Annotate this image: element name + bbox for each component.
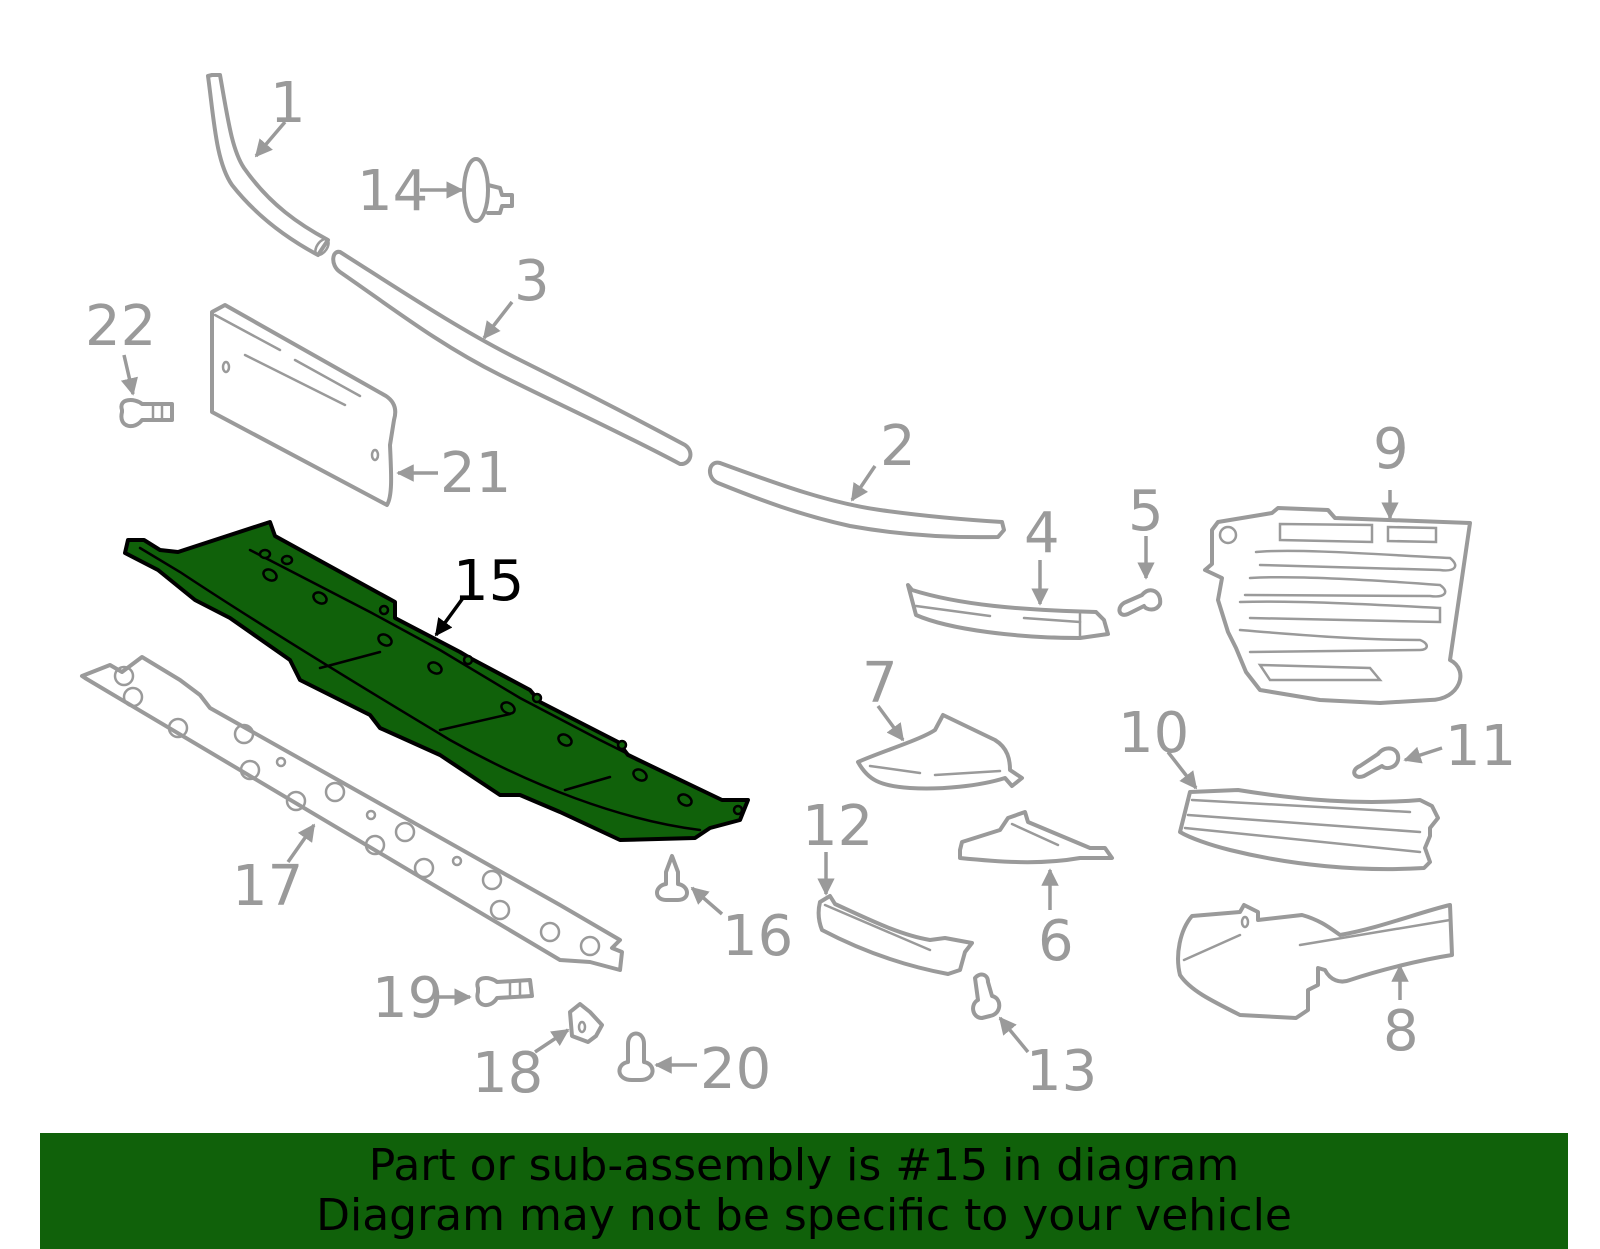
svg-text:13: 13 — [1026, 1039, 1097, 1104]
part-16-push-pin[interactable] — [655, 854, 689, 902]
callout-22: 22 — [85, 294, 156, 396]
callout-12: 12 — [802, 794, 873, 896]
callout-15: 15 — [434, 549, 524, 637]
svg-text:1: 1 — [270, 71, 306, 136]
part-18-nut-clip[interactable] — [568, 1002, 604, 1044]
part-3-molding[interactable] — [331, 249, 693, 466]
svg-text:3: 3 — [514, 249, 550, 314]
part-21-license-bracket[interactable] — [210, 303, 398, 507]
svg-text:12: 12 — [802, 794, 873, 859]
callout-16: 16 — [690, 886, 793, 969]
banner-line-2: Diagram may not be specific to your vehi… — [316, 1190, 1292, 1241]
callout-6: 6 — [1038, 868, 1074, 974]
callout-10: 10 — [1118, 701, 1198, 790]
part-9-grille[interactable] — [1203, 506, 1472, 705]
callout-21: 21 — [396, 441, 511, 506]
callout-9: 9 — [1373, 417, 1409, 520]
svg-text:22: 22 — [85, 294, 156, 359]
callout-17: 17 — [232, 823, 316, 919]
part-15-air-deflector[interactable] — [123, 520, 750, 842]
callout-8: 8 — [1383, 964, 1419, 1064]
svg-text:2: 2 — [880, 414, 916, 479]
callout-13: 13 — [998, 1016, 1097, 1104]
callout-11: 11 — [1403, 714, 1516, 779]
callout-7: 7 — [862, 651, 905, 742]
part-4-molding[interactable] — [906, 583, 1110, 640]
part-5-clip[interactable] — [1117, 588, 1163, 617]
part-10-lower-grille[interactable] — [1178, 788, 1440, 872]
part-7-corner-cover[interactable] — [856, 713, 1024, 791]
callout-2: 2 — [850, 414, 916, 502]
svg-text:9: 9 — [1373, 417, 1409, 482]
callout-18: 18 — [472, 1028, 570, 1106]
svg-text:18: 18 — [472, 1041, 543, 1106]
part-8-duct[interactable] — [1176, 903, 1454, 1020]
part-1-molding[interactable] — [206, 73, 331, 257]
part-2-molding[interactable] — [708, 460, 1006, 540]
svg-text:17: 17 — [232, 854, 303, 919]
info-banner: Part or sub-assembly is #15 in diagram D… — [40, 1133, 1568, 1249]
part-6-corner-cover[interactable] — [958, 810, 1114, 865]
callout-3: 3 — [482, 249, 550, 340]
svg-text:8: 8 — [1383, 999, 1419, 1064]
svg-text:10: 10 — [1118, 701, 1189, 766]
part-20-pin[interactable] — [617, 1031, 655, 1082]
part-14-clip[interactable] — [462, 157, 514, 223]
callout-1: 1 — [254, 71, 306, 158]
svg-text:4: 4 — [1024, 501, 1060, 566]
callout-4: 4 — [1024, 501, 1060, 606]
svg-text:21: 21 — [440, 441, 511, 506]
callout-5: 5 — [1128, 479, 1164, 580]
svg-text:6: 6 — [1038, 909, 1074, 974]
svg-text:7: 7 — [862, 651, 898, 716]
part-22-bolt[interactable] — [119, 398, 174, 429]
svg-text:20: 20 — [700, 1037, 771, 1102]
part-17-reinforcement[interactable] — [80, 655, 624, 972]
callout-19: 19 — [372, 966, 472, 1031]
svg-text:11: 11 — [1445, 714, 1516, 779]
svg-text:5: 5 — [1128, 479, 1164, 544]
part-13-screw[interactable] — [971, 972, 1002, 1020]
svg-text:14: 14 — [357, 159, 428, 224]
svg-text:16: 16 — [722, 904, 793, 969]
part-12-molding[interactable] — [816, 894, 974, 976]
part-11-clip[interactable] — [1352, 746, 1401, 779]
callout-20: 20 — [654, 1037, 771, 1102]
svg-text:15: 15 — [453, 549, 524, 614]
callout-14: 14 — [357, 159, 464, 224]
banner-line-1: Part or sub-assembly is #15 in diagram — [368, 1140, 1240, 1191]
part-19-bolt[interactable] — [475, 976, 534, 1008]
svg-text:19: 19 — [372, 966, 443, 1031]
